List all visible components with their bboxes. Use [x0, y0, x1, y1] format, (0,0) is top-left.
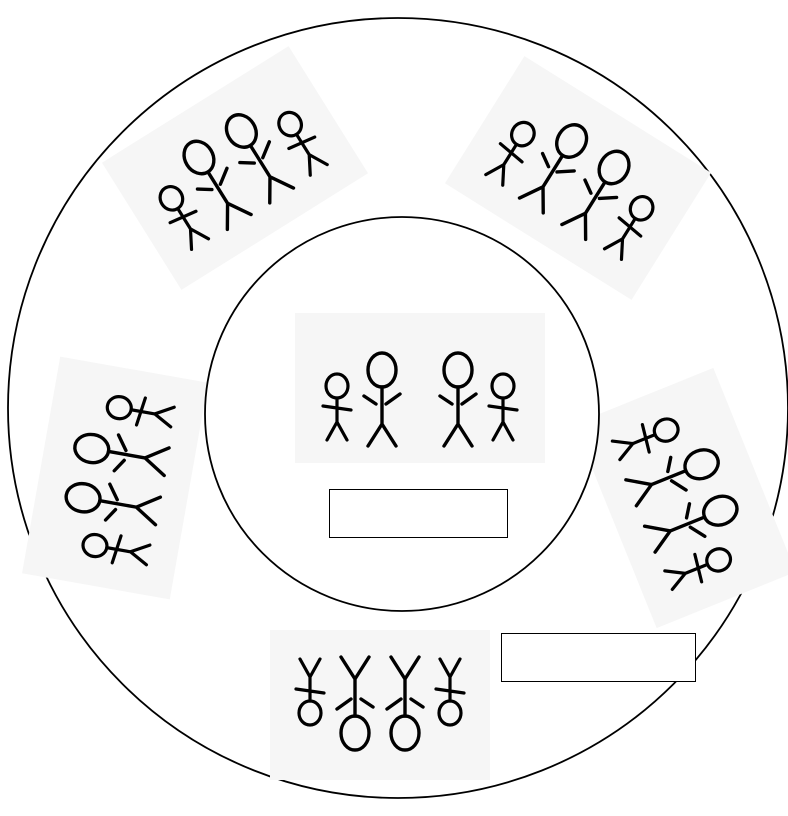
family-of-four-stick-figures-icon: [295, 313, 545, 463]
center-label-box[interactable]: [329, 489, 508, 538]
family-group-bottom: [270, 630, 490, 780]
outer-label-box[interactable]: [501, 633, 696, 682]
